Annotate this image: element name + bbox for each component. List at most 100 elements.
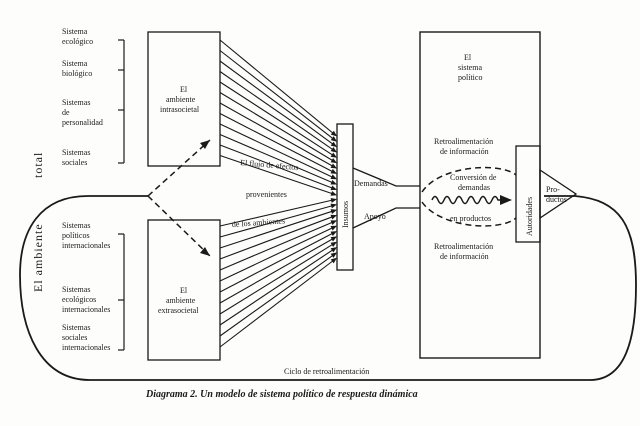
feedback-bottom-label: Retroalimentación de información [434, 242, 493, 261]
flow-arrowhead [330, 141, 337, 148]
flow-arrowhead [330, 236, 337, 242]
flow-arrow-line [219, 259, 335, 348]
system-label: Sistemas [62, 323, 90, 332]
extrasocietal-bracket [118, 233, 125, 351]
system-label: Sistemas [62, 285, 90, 294]
dashed-branch-bottom-arrowhead [200, 247, 210, 256]
dashed-branch-top-arrowhead [200, 140, 210, 149]
extrasocietal-box [147, 219, 221, 361]
system-label: internacionales [62, 305, 110, 314]
political-system-label: El sistema político [458, 53, 482, 82]
dashed-branch-top [147, 139, 211, 197]
box-label-line: ambiente [166, 296, 196, 305]
flow-arrow-line [219, 92, 335, 162]
dashed-branch-bottom [147, 195, 211, 257]
products-arrow [539, 168, 578, 220]
flow-arrowhead [330, 257, 337, 264]
flow-arrow-line [219, 144, 335, 190]
conversion-line: en productos [450, 214, 491, 223]
system-label: Sistema [62, 59, 88, 68]
flow-arrowhead [330, 203, 337, 209]
flow-label-line: El flujo de efectos [240, 158, 299, 172]
feedback-loop-label: Ciclo de retroalimentación [284, 367, 369, 376]
inputs-label: Insumos [341, 201, 350, 228]
flow-arrow-line [219, 81, 335, 157]
flow-arrow-line [219, 237, 335, 304]
box-label-line: intrasocietal [160, 105, 200, 114]
system-label: personalidad [62, 118, 103, 127]
flow-arrow-line [219, 248, 335, 326]
flow-arrowhead [330, 197, 337, 203]
extrasocietal-box-label: El ambiente extrasocietal [158, 286, 199, 315]
conversion-line: demandas [458, 183, 490, 192]
flow-arrow-line [219, 204, 335, 238]
environment-label-left: El ambiente [31, 223, 45, 292]
flow-arrowhead [330, 130, 337, 137]
flow-label-line: de los ambientes [232, 216, 286, 229]
box-label-line: ambiente [166, 95, 196, 104]
flow-arrow-line [219, 199, 335, 227]
authorities-label: Autoridades [525, 197, 534, 236]
system-label: Sistemas [62, 98, 90, 107]
intrasocietal-bracket [118, 39, 125, 164]
box-label-line: El [180, 85, 188, 94]
system-label: ecológicos [62, 295, 96, 304]
political-system-line: El [464, 53, 472, 62]
flow-arrow-line [219, 113, 335, 173]
system-label: políticos [62, 231, 90, 240]
support-label: Apoyo [364, 212, 386, 221]
feedback-line: Retroalimentación [434, 137, 493, 146]
flow-arrow-line [219, 102, 335, 168]
system-label: sociales [62, 158, 87, 167]
flow-arrow-line [219, 210, 335, 249]
flow-arrow-line [219, 71, 335, 151]
environment-label-right: total [31, 152, 45, 178]
feedback-line: Retroalimentación [434, 242, 493, 251]
flow-arrowhead [330, 168, 337, 174]
flow-arrow-line [219, 133, 335, 184]
flow-arrowhead [330, 241, 337, 247]
flow-arrowhead [330, 214, 337, 220]
flow-arrow-line [219, 221, 335, 271]
feedback-loop-outline [19, 195, 637, 381]
intrasocietal-box [147, 31, 221, 167]
flow-label-line: provenientes [246, 190, 287, 199]
conversion-arrowhead [500, 195, 512, 205]
flow-arrowhead [330, 147, 337, 153]
flow-arrow-line [219, 215, 335, 260]
extrasocietal-systems-labels: Sistemas políticos internacionales Siste… [62, 221, 110, 352]
box-label-line: extrasocietal [158, 306, 199, 315]
system-label: internacionales [62, 241, 110, 250]
flow-arrow-line [219, 254, 335, 337]
flow-arrowhead [330, 225, 337, 231]
system-label: internacionales [62, 343, 110, 352]
flow-arrow-line [219, 50, 335, 140]
system-label: ecológico [62, 37, 93, 46]
flow-arrowhead [330, 136, 337, 142]
political-system-line: político [458, 73, 482, 82]
system-label: de [62, 108, 70, 117]
system-label: biológico [62, 69, 92, 78]
conversion-squiggle [431, 195, 500, 205]
flow-arrow-line [219, 243, 335, 315]
flow-arrow-line [219, 226, 335, 282]
flow-arrowhead [330, 209, 337, 214]
demands-label: Demandas [354, 179, 388, 188]
system-label: Sistema [62, 27, 88, 36]
flow-arrow-line [219, 60, 335, 146]
flow-arrowhead [330, 157, 337, 164]
flow-arrowhead [330, 179, 337, 185]
feedback-line: de información [440, 252, 489, 261]
flow-arrowhead [330, 247, 337, 253]
conversion-label: Conversión de demandas en productos [450, 173, 497, 223]
conversion-line: Conversión de [450, 173, 497, 182]
system-label: Sistemas [62, 148, 90, 157]
flow-arrows [219, 39, 337, 348]
diagram-caption: Diagrama 2. Un modelo de sistema polític… [145, 389, 418, 400]
intrasocietal-box-label: El ambiente intrasocietal [160, 85, 200, 114]
system-label: Sistemas [62, 221, 90, 230]
feedback-line: de información [440, 147, 489, 156]
flow-arrowhead [330, 185, 337, 191]
flow-arrowhead [330, 174, 337, 180]
